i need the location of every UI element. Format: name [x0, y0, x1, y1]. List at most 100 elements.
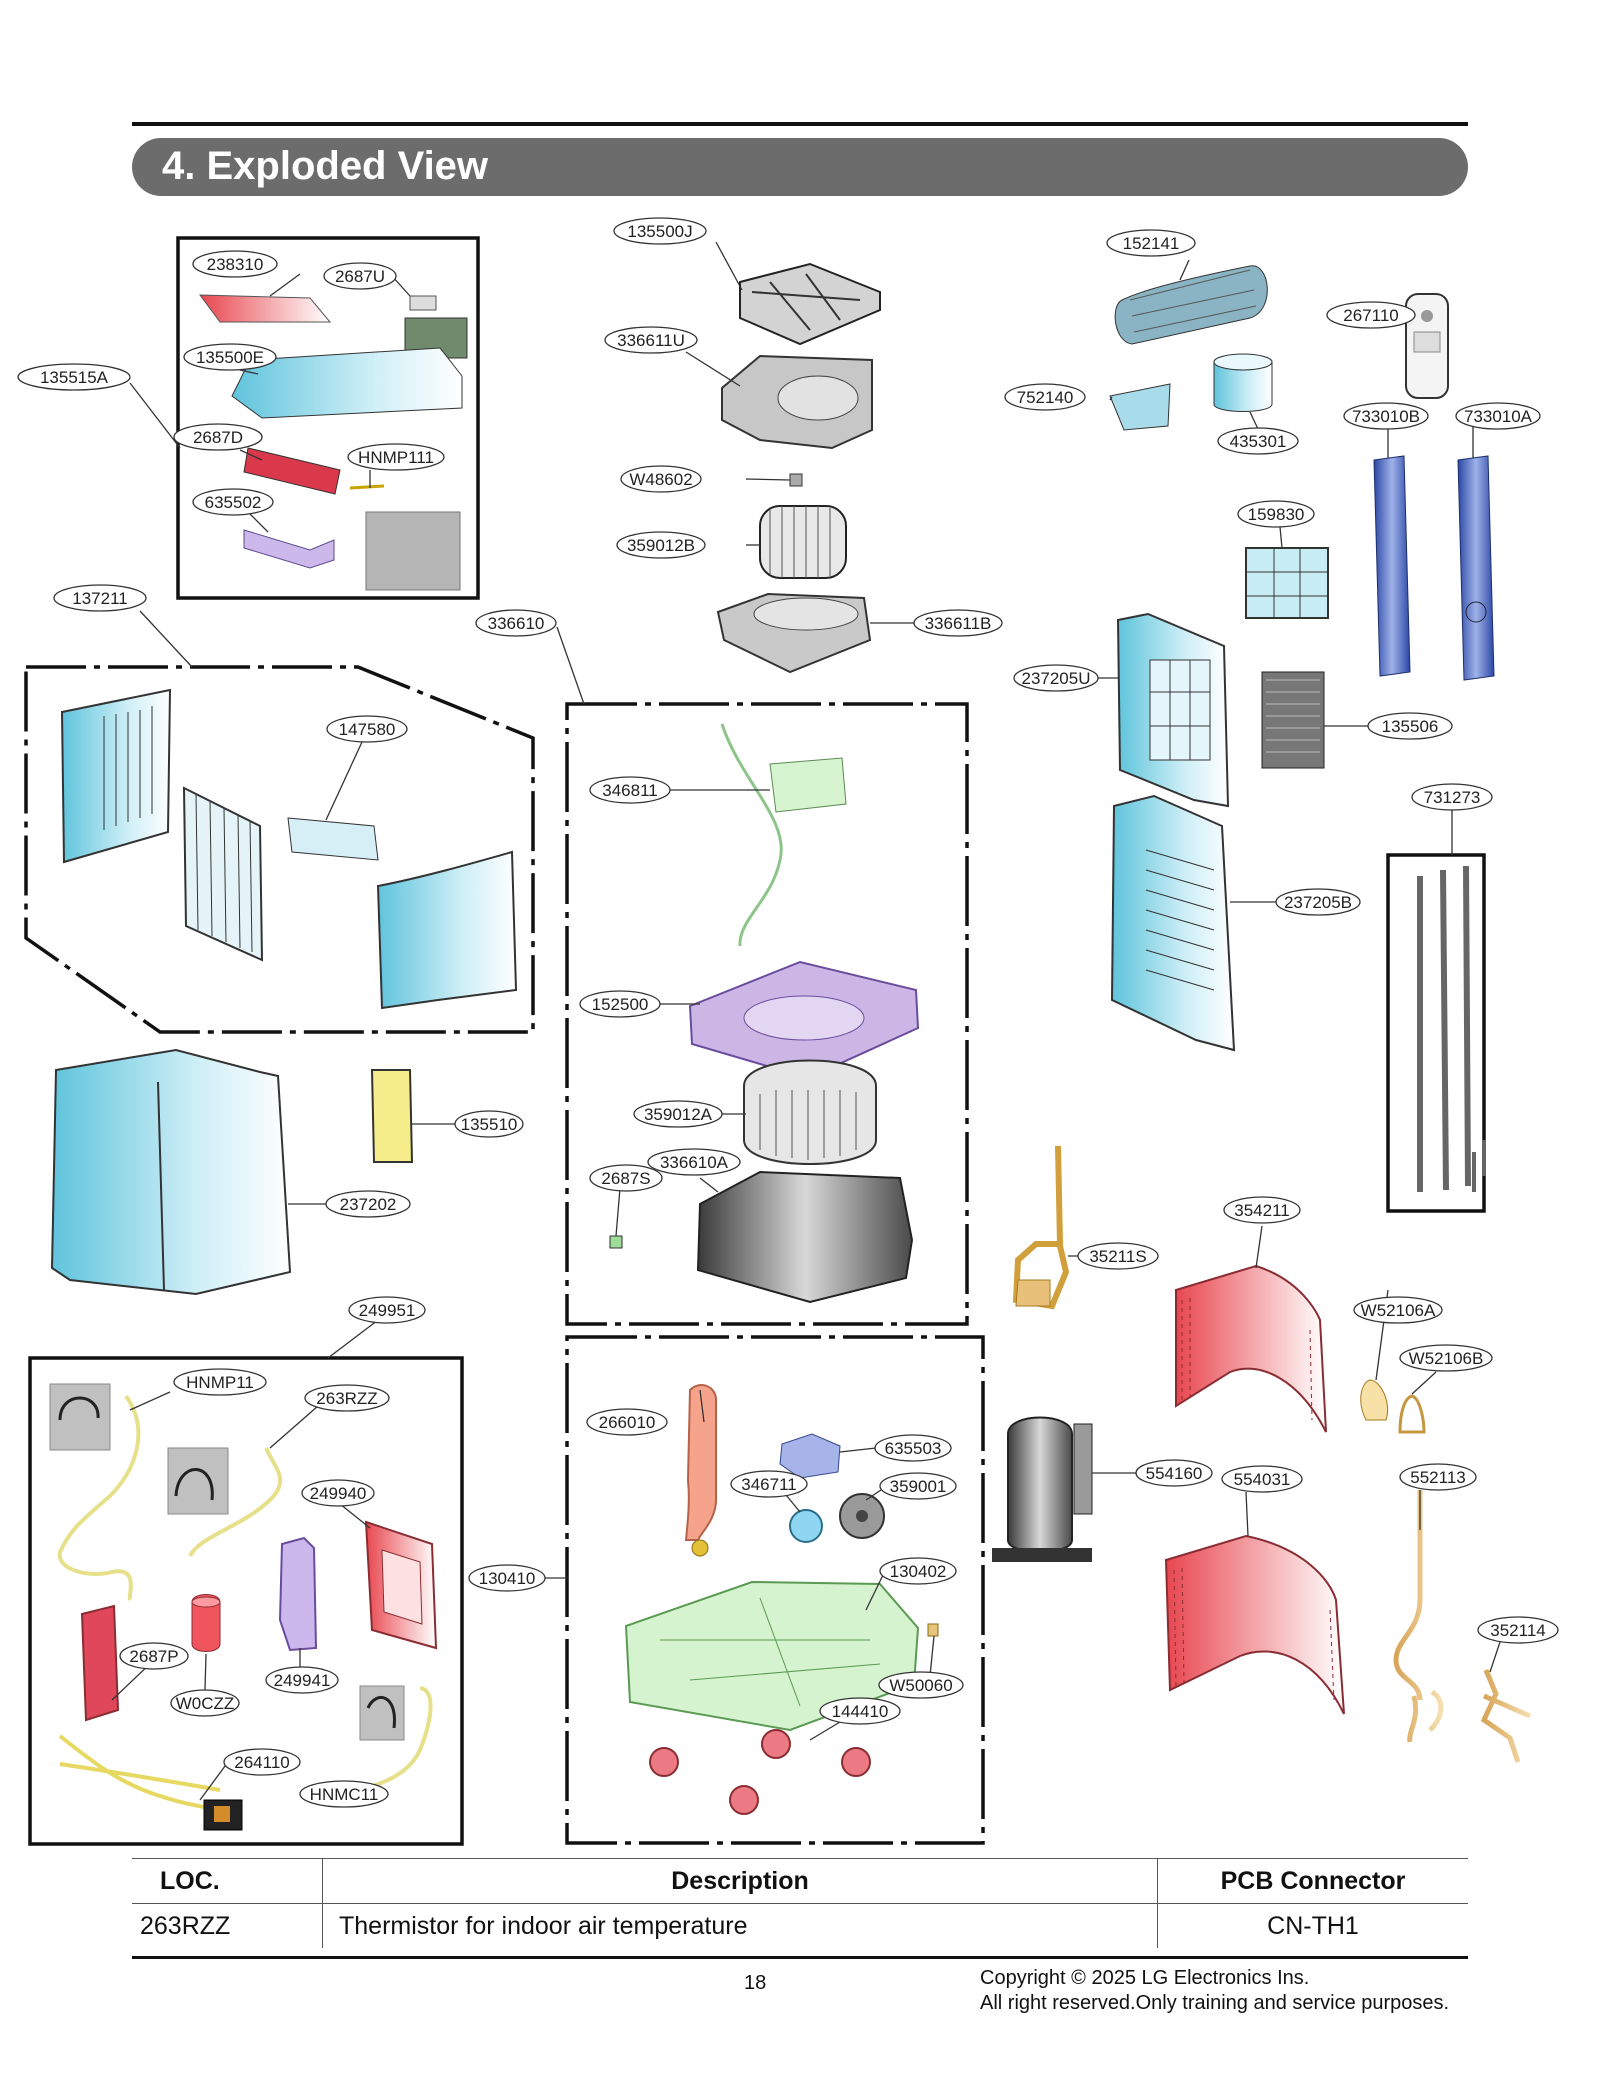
- callout-147580: 147580: [339, 720, 396, 739]
- callout-359012B: 359012B: [627, 536, 695, 555]
- callout-249940: 249940: [310, 1484, 367, 1503]
- part-W52106B-drawing: [1398, 1394, 1426, 1434]
- callout-346711: 346711: [741, 1475, 796, 1494]
- callout-266010: 266010: [599, 1413, 656, 1432]
- part-554031-drawing: [1164, 1534, 1345, 1715]
- part-336610A-drawing: [696, 1170, 914, 1304]
- callout-2687U: 2687U: [335, 267, 385, 286]
- bottom-rule: [132, 1956, 1468, 1959]
- callout-336610: 336610: [488, 614, 545, 633]
- part-135500J-drawing: [739, 262, 881, 346]
- copyright: Copyright © 2025 LG Electronics Ins. All…: [980, 1966, 1449, 2016]
- part-2687P-drawing: [80, 1604, 120, 1722]
- part-right-side-panel-drawing: [376, 850, 518, 1010]
- part-147580-drawing: [287, 817, 379, 861]
- part-2687S-drawing: [609, 1235, 623, 1249]
- part-HNMP11-wire-drawing: [57, 1394, 141, 1601]
- callout-346811: 346811: [602, 781, 657, 800]
- callout-135510: 135510: [461, 1115, 518, 1134]
- part-130402-drawing: [624, 1580, 920, 1732]
- callout-W0CZZ: W0CZZ: [176, 1694, 235, 1713]
- header-pcb-connector: PCB Connector: [1157, 1858, 1468, 1904]
- callout-135500E: 135500E: [196, 348, 264, 367]
- callout-752140: 752140: [1017, 388, 1074, 407]
- part-W52106A-drawing: [1360, 1379, 1388, 1421]
- callout-336610A: 336610A: [660, 1153, 729, 1172]
- copyright-line-1: Copyright © 2025 LG Electronics Ins.: [980, 1967, 1310, 1989]
- callout-237205U: 237205U: [1021, 669, 1090, 688]
- section-title: 4. Exploded View: [162, 144, 489, 188]
- part-346711-drawing: [789, 1509, 823, 1543]
- callout-435301: 435301: [1230, 432, 1287, 451]
- callout-152141: 152141: [1123, 234, 1180, 253]
- callout-352114: 352114: [1490, 1621, 1545, 1640]
- part-249941-drawing: [278, 1536, 318, 1652]
- callout-W48602: W48602: [629, 470, 692, 489]
- callout-237202: 237202: [340, 1195, 397, 1214]
- part-inner-grille-drawing: [182, 786, 264, 962]
- frame-electrical-group: [28, 1356, 464, 1846]
- frame-side-panel-group: [24, 665, 535, 1034]
- photo-263RZZ-drawing: [167, 1447, 229, 1515]
- copyright-line-2: All right reserved.Only training and ser…: [980, 1992, 1450, 2014]
- callout-237205B: 237205B: [1284, 893, 1352, 912]
- callout-354211: 354211: [1234, 1201, 1289, 1220]
- callout-733010B: 733010B: [1352, 407, 1420, 426]
- callout-359012A: 359012A: [644, 1105, 713, 1124]
- callout-731273: 731273: [1424, 788, 1481, 807]
- part-266010-drawing: [684, 1384, 717, 1541]
- callout-130402: 130402: [890, 1562, 947, 1581]
- part-752140-drawing: [1109, 383, 1171, 431]
- callout-263RZZ: 263RZZ: [316, 1389, 377, 1408]
- part-733010A-drawing: [1457, 455, 1495, 681]
- callout-554160: 554160: [1146, 1464, 1203, 1483]
- callout-635503: 635503: [885, 1439, 942, 1458]
- part-354211-drawing: [1175, 1264, 1327, 1433]
- callout-152500: 152500: [592, 995, 649, 1014]
- callout-336611B: 336611B: [925, 614, 992, 633]
- part-152141-drawing: [1114, 265, 1268, 345]
- part-733010B-drawing: [1373, 455, 1411, 677]
- part-359012A-drawing: [743, 1059, 877, 1165]
- part-359012B-drawing: [759, 505, 847, 579]
- callout-HNMP11: HNMP11: [186, 1373, 254, 1392]
- connector-table-wrap: LOC. Description PCB Connector 263RZZ Th…: [132, 1858, 1468, 1948]
- section-banner: 4. Exploded View: [132, 138, 1468, 196]
- callout-137211: 137211: [72, 589, 127, 608]
- frame-pipe-group: [1386, 853, 1486, 1213]
- part-238310-drawing: [198, 294, 332, 323]
- page-number: 18: [744, 1972, 767, 1994]
- callout-130410: 130410: [479, 1569, 536, 1588]
- table-row: 263RZZ Thermistor for indoor air tempera…: [132, 1903, 1468, 1948]
- top-rule: [132, 122, 1468, 126]
- callout-159830: 159830: [1248, 505, 1305, 524]
- part-159830-drawing: [1245, 547, 1329, 619]
- frame-base-group: [565, 1335, 985, 1845]
- callout-2687D: 2687D: [193, 428, 243, 447]
- exploded-view-diagram: 238310 2687U 135500E 135515A 2687D HNMP1…: [17, 217, 1559, 1846]
- part-731273-drawing: [1417, 865, 1486, 1192]
- header-description: Description: [322, 1858, 1158, 1904]
- callout-135500J: 135500J: [627, 222, 692, 241]
- part-W50060-drawing: [927, 1623, 939, 1637]
- part-135500E-drawing: [231, 347, 463, 419]
- callout-2687P: 2687P: [129, 1647, 178, 1666]
- part-552113-drawing: [1393, 1490, 1444, 1743]
- part-352114-drawing: [1480, 1669, 1531, 1763]
- callout-135506: 135506: [1382, 717, 1439, 736]
- frame-fan-motor-group: [565, 702, 969, 1326]
- callout-635502: 635502: [205, 493, 262, 512]
- part-135506-drawing: [1261, 671, 1325, 769]
- callout-264110: 264110: [234, 1753, 289, 1772]
- photo-panel-drawing: [365, 511, 461, 591]
- part-237205B-drawing: [1110, 794, 1236, 1052]
- cell-description: Thermistor for indoor air temperature: [322, 1903, 1158, 1948]
- connector-table: LOC. Description PCB Connector 263RZZ Th…: [132, 1858, 1468, 1948]
- part-263RZZ-wire-drawing: [188, 1447, 283, 1558]
- table-header-row: LOC. Description PCB Connector: [132, 1858, 1468, 1904]
- part-635502-drawing: [243, 529, 335, 569]
- part-635503-drawing: [779, 1433, 841, 1479]
- callout-359001: 359001: [890, 1477, 947, 1496]
- part-W48602-drawing: [789, 473, 803, 487]
- part-144410-drawing: [649, 1729, 871, 1815]
